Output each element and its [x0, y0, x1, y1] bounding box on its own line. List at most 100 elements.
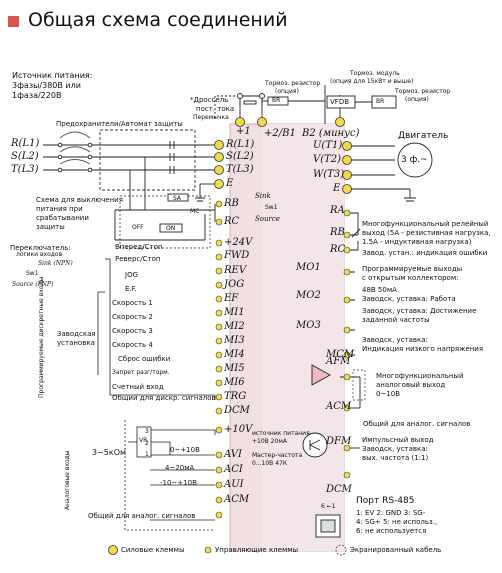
di-label-1: Реверс/Стоп: [115, 255, 161, 263]
br-label: BR: [272, 97, 281, 104]
brake-resistor-top-2: (опция): [275, 88, 299, 95]
di-term-0: FWD: [224, 250, 250, 261]
prog-inputs-vertical: Программируемые дискретные входы: [38, 276, 45, 398]
acm-term: ACM: [326, 401, 352, 412]
di-term-8: MI5: [224, 363, 245, 374]
input-line-r: R(L1): [11, 138, 40, 149]
mo2-desc-2: заданной частоты: [362, 316, 430, 324]
cutoff-4: защиты: [36, 223, 65, 231]
power-source-line-3: 1фаза/220В: [12, 91, 62, 100]
motor-label: Двигатель: [398, 131, 449, 141]
mc-label: MC: [190, 208, 200, 215]
power-source-line-1: Источник питания:: [12, 71, 93, 80]
rc-term: RC: [224, 216, 240, 227]
b2-term: B2 (минус): [302, 128, 360, 139]
rs485-desc-2: 4: SG+ 5: не использ.,: [356, 518, 438, 526]
input-term-s: S(L2): [226, 151, 254, 162]
relay-factory: Завод. устан.: индикация ошибки: [362, 249, 488, 257]
output-term-v: V(T2): [313, 154, 342, 165]
input-line-s: S(L2): [11, 151, 39, 162]
analog-common-right: Общий для аналог. сигналов: [363, 420, 471, 428]
power-terminals: [214, 117, 352, 194]
mcm-term: MCM: [326, 349, 355, 360]
dfm-desc-1: Импульсный выход: [362, 436, 434, 444]
choke-label-2: пост. тока: [196, 105, 235, 113]
afm-desc-2: аналоговый выход: [376, 381, 446, 389]
motor-symbol: 3 ф.~: [401, 155, 428, 165]
afm-desc-3: 0~10В: [376, 390, 401, 398]
relay-rb: RB: [330, 227, 345, 238]
switch-label-2: логики входов: [16, 251, 63, 258]
dfm-term: DFM: [326, 436, 352, 447]
di-term-2: JOG: [224, 279, 245, 290]
analog-vertical: Аналоговые входы: [64, 450, 71, 510]
brake-module-1: Тормоз. модуль: [350, 70, 400, 77]
di-label-9: Запрет разг/торм.: [112, 369, 170, 376]
avi-term: AVI: [224, 449, 242, 460]
dfm-desc-2: Заводск, уставка:: [362, 445, 428, 453]
di-label-5: Скорость 2: [112, 313, 153, 321]
di-label-8: Сброс ошибки: [118, 355, 171, 363]
analog-range-0: 0~+10В: [170, 446, 200, 454]
sink-npn: Sink (NPN): [38, 260, 73, 267]
pot-pin-2: 2: [145, 440, 149, 447]
sw1-label: Sw1: [265, 204, 278, 211]
rs485-desc-3: 6: не используется: [356, 527, 427, 535]
di-term-4: MI1: [224, 307, 245, 318]
brake-resistor-top-1: Тормоз. резистор: [265, 80, 321, 87]
legend-shield-symbol: [335, 544, 347, 556]
relay-desc-2: выход (5А - резистивная нагрузка,: [362, 229, 491, 237]
acm-term-bottom: ACM: [224, 494, 250, 505]
dcm-term: DCM: [224, 405, 250, 416]
cutoff-1: Схема для выключения: [36, 196, 123, 204]
legend-power: Силовые клеммы: [121, 546, 185, 554]
di-term-6: MI3: [224, 335, 245, 346]
vfdb-label: VFDB: [330, 98, 350, 106]
mo3-desc-1: Заводск, уставка:: [362, 336, 428, 344]
relay-desc-1: Многофункциональный релейный: [362, 220, 489, 228]
legend-control-symbol: [204, 546, 212, 554]
legend-power-symbol: [108, 545, 118, 555]
on-label: ON: [166, 225, 176, 232]
di-label-4: Скорость 1: [112, 299, 153, 307]
source-label: Source: [255, 215, 280, 223]
off-label: OFF: [132, 224, 144, 231]
fuse-label: Предохранители/Автомат защиты: [56, 120, 183, 128]
page-title: Общая схема соединений: [28, 9, 288, 31]
mo3-desc-2: Индикация низкого напряжения: [362, 345, 484, 353]
plus10-desc-2: +10В 20мА: [252, 438, 287, 445]
rb-term: RB: [224, 198, 239, 209]
di-label-0: Вперед/Стоп: [115, 243, 163, 251]
relay-ra: RA: [330, 205, 345, 216]
pot-label: 3~5кОм: [92, 448, 127, 457]
input-term-t: T(L3): [226, 164, 254, 175]
input-line-t: T(L3): [11, 164, 39, 175]
cutoff-2: питания при: [36, 205, 83, 213]
di-label-10: Счетный вход: [112, 383, 164, 391]
pot-pin-1: 1: [145, 451, 149, 458]
mo3-term: MO3: [296, 320, 321, 331]
jumper-label: Перемычка: [193, 114, 229, 121]
mo2-term: MO2: [296, 290, 321, 301]
legend-control: Управляющие клеммы: [215, 546, 299, 554]
relay-desc-3: 1.5А - индуктивная нагрузка): [362, 238, 472, 246]
input-term-e: E: [226, 178, 234, 189]
sw1-small: Sw1: [26, 270, 39, 277]
plus10-desc-1: источник питания: [252, 430, 310, 437]
relay-rc: RC: [330, 244, 346, 255]
analog-common-left: Общий для аналог. сигналов: [88, 512, 196, 520]
di-term-9: MI6: [224, 377, 245, 388]
title-marker: [8, 16, 19, 27]
plus1-term: +1: [236, 126, 251, 137]
sa-label: SA: [173, 195, 182, 202]
dcm-term-right: DCM: [326, 484, 352, 495]
di-term-1: REV: [224, 265, 247, 276]
factory-setting-2: установка: [57, 339, 95, 347]
factory-setting-1: Заводская: [57, 330, 96, 338]
brake-resistor-right-2: (опция): [405, 96, 429, 103]
aci-term: ACI: [224, 464, 243, 475]
brake-resistor-right-1: Тормоз. резистор: [395, 88, 451, 95]
analog-range-2: -10~+10В: [160, 479, 197, 487]
